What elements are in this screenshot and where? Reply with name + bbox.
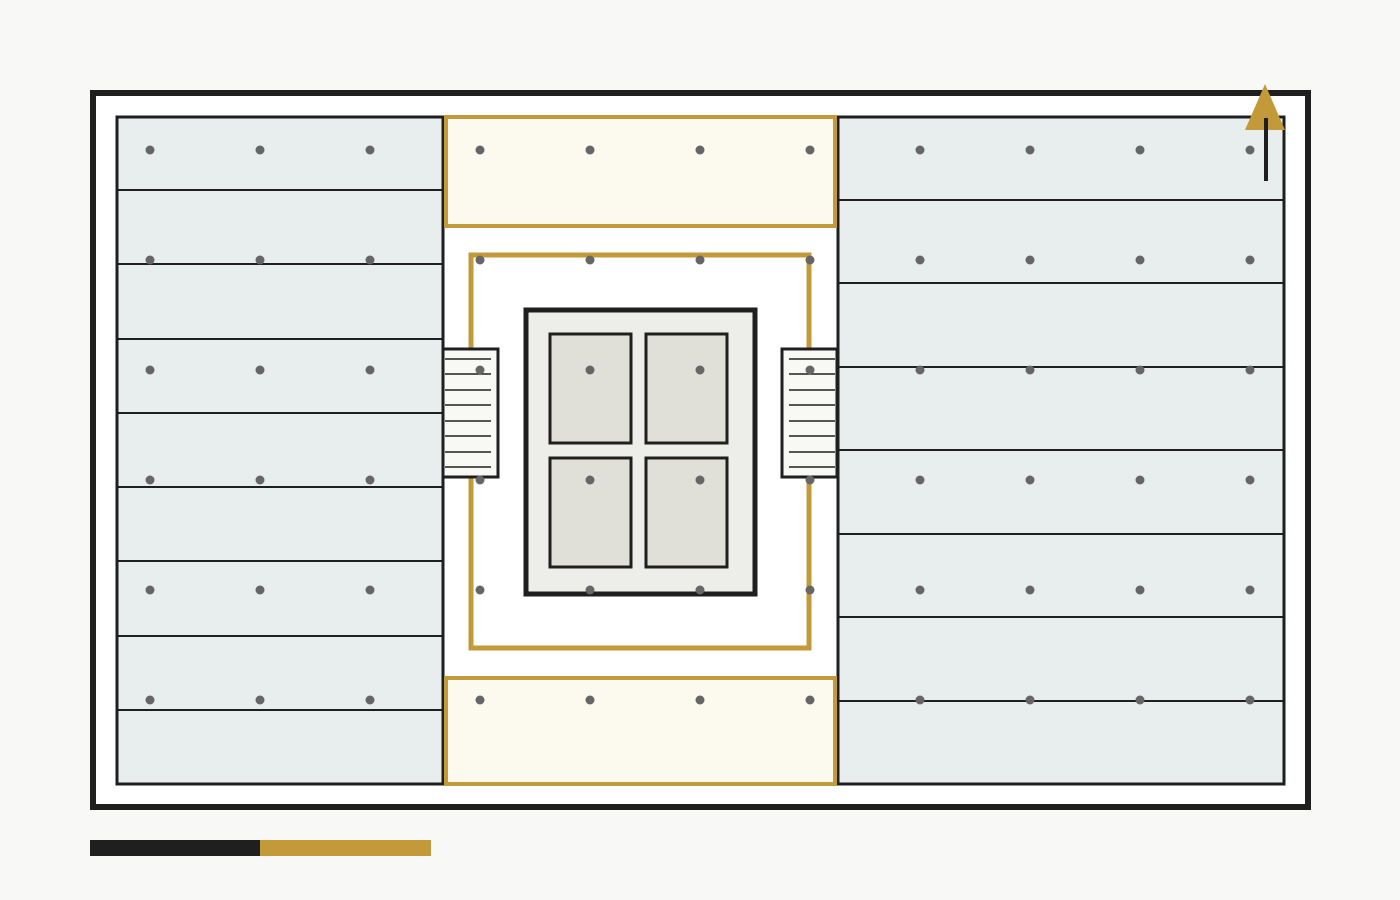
structural-column (255, 585, 265, 595)
west-wing (115, 115, 445, 786)
structural-column (1025, 145, 1035, 155)
structural-column (1245, 145, 1255, 155)
structural-column (145, 365, 155, 375)
structural-column (145, 585, 155, 595)
structural-column (475, 365, 485, 375)
structural-column (585, 255, 595, 265)
structural-column (145, 695, 155, 705)
structural-column (365, 695, 375, 705)
east-wing (836, 115, 1286, 786)
structural-column (1245, 695, 1255, 705)
structural-column (365, 585, 375, 595)
structural-column (255, 695, 265, 705)
structural-column (585, 695, 595, 705)
scale-bar-segment-1 (90, 840, 260, 856)
structural-column (255, 365, 265, 375)
structural-column (365, 145, 375, 155)
structural-column (915, 585, 925, 595)
structural-column (805, 585, 815, 595)
structural-column (695, 585, 705, 595)
structural-column (1135, 695, 1145, 705)
west-stair (441, 347, 500, 479)
structural-column (1135, 475, 1145, 485)
structural-column (255, 145, 265, 155)
structural-column (585, 585, 595, 595)
structural-column (145, 145, 155, 155)
structural-column (695, 145, 705, 155)
structural-column (255, 255, 265, 265)
structural-column (695, 475, 705, 485)
structural-column (695, 695, 705, 705)
west-wing-rooms (115, 115, 445, 786)
structural-column (915, 145, 925, 155)
structural-column (145, 475, 155, 485)
structural-column (1245, 585, 1255, 595)
structural-column (585, 145, 595, 155)
structural-column (805, 475, 815, 485)
structural-column (805, 695, 815, 705)
structural-column (475, 585, 485, 595)
structural-column (365, 255, 375, 265)
south-zone (444, 676, 837, 786)
structural-column (255, 475, 265, 485)
structural-column (365, 475, 375, 485)
structural-column (475, 475, 485, 485)
structural-column (695, 255, 705, 265)
structural-column (1025, 365, 1035, 375)
structural-column (145, 255, 155, 265)
structural-column (915, 365, 925, 375)
structural-column (1025, 475, 1035, 485)
west-wing-partitions (118, 189, 442, 711)
structural-column (1135, 255, 1145, 265)
structural-column (365, 365, 375, 375)
west-stair-outline (441, 347, 500, 479)
east-wing-partitions (839, 199, 1283, 702)
structural-column (1135, 585, 1145, 595)
scale-bar-segment-2 (260, 840, 431, 856)
service-core (523, 307, 758, 597)
core-room-3 (548, 456, 633, 569)
structural-column (695, 365, 705, 375)
structural-column (1025, 255, 1035, 265)
structural-column (475, 145, 485, 155)
structural-column-grid (145, 145, 1255, 705)
scale-bar (90, 840, 431, 856)
structural-column (585, 365, 595, 375)
core-room-1 (548, 332, 633, 445)
west-stair-treads (445, 358, 491, 468)
structural-column (1135, 365, 1145, 375)
structural-column (1025, 585, 1035, 595)
structural-column (1025, 695, 1035, 705)
structural-column (805, 145, 815, 155)
structural-column (915, 475, 925, 485)
core-room-4 (644, 456, 729, 569)
structural-column (1245, 365, 1255, 375)
structural-column (915, 695, 925, 705)
east-stair-treads (789, 358, 835, 468)
structural-column (475, 695, 485, 705)
core-room-2 (644, 332, 729, 445)
structural-column (1245, 475, 1255, 485)
structural-column (1135, 145, 1145, 155)
north-arrow-icon (1245, 84, 1285, 130)
structural-column (805, 365, 815, 375)
structural-column (915, 255, 925, 265)
structural-column (805, 255, 815, 265)
structural-column (475, 255, 485, 265)
north-arrow (1245, 84, 1285, 181)
structural-column (1245, 255, 1255, 265)
north-zone (444, 115, 837, 228)
structural-column (585, 475, 595, 485)
